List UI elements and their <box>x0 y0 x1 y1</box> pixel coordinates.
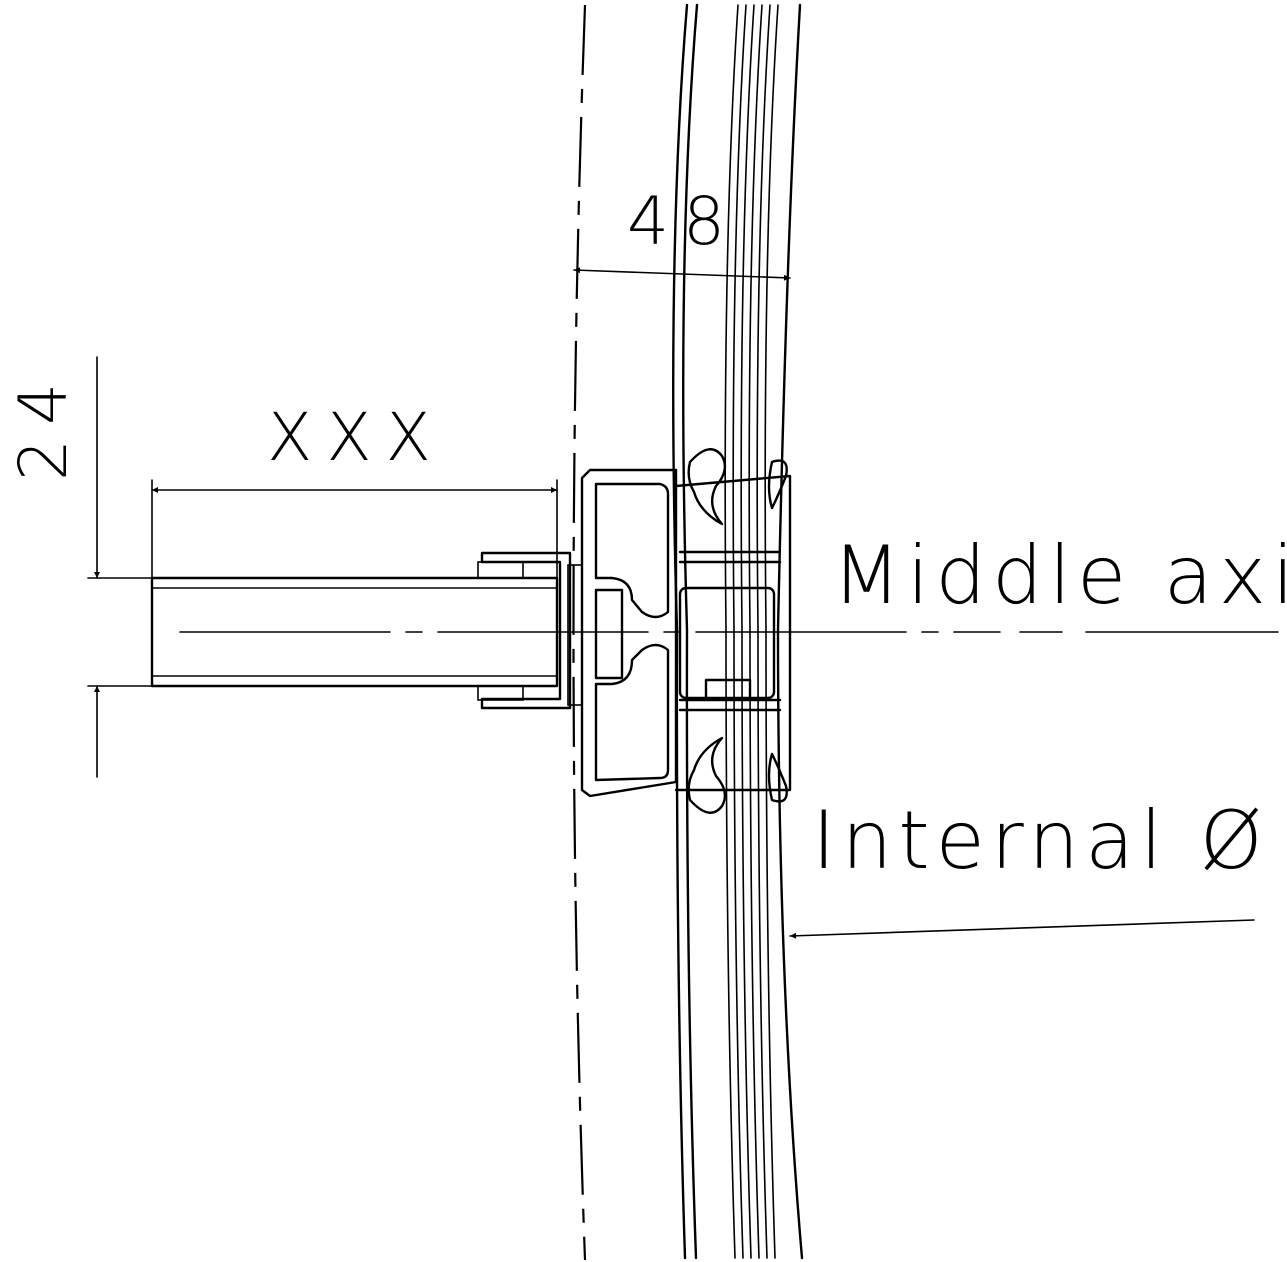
middle-axis: Middle axis <box>179 529 1287 633</box>
dimension-xxx: XXX <box>151 399 558 579</box>
middle-axis-label: Middle axis <box>832 529 1287 622</box>
gasket-bottom <box>687 736 788 814</box>
gasket-top <box>687 448 788 526</box>
dimension-48: 48 <box>573 183 791 281</box>
internal-diameter-label: Internal Ø = <box>812 794 1287 887</box>
internal-diameter-callout: Internal Ø = <box>789 794 1287 939</box>
dimension-xxx-label: XXX <box>267 399 445 476</box>
dimension-24-label: 24 <box>5 369 82 481</box>
thermal-break <box>678 586 776 700</box>
dimension-24: 24 <box>5 356 153 778</box>
dimension-48-label: 48 <box>627 183 739 260</box>
panel-clamp <box>477 551 583 710</box>
aluminium-profile <box>580 468 792 798</box>
